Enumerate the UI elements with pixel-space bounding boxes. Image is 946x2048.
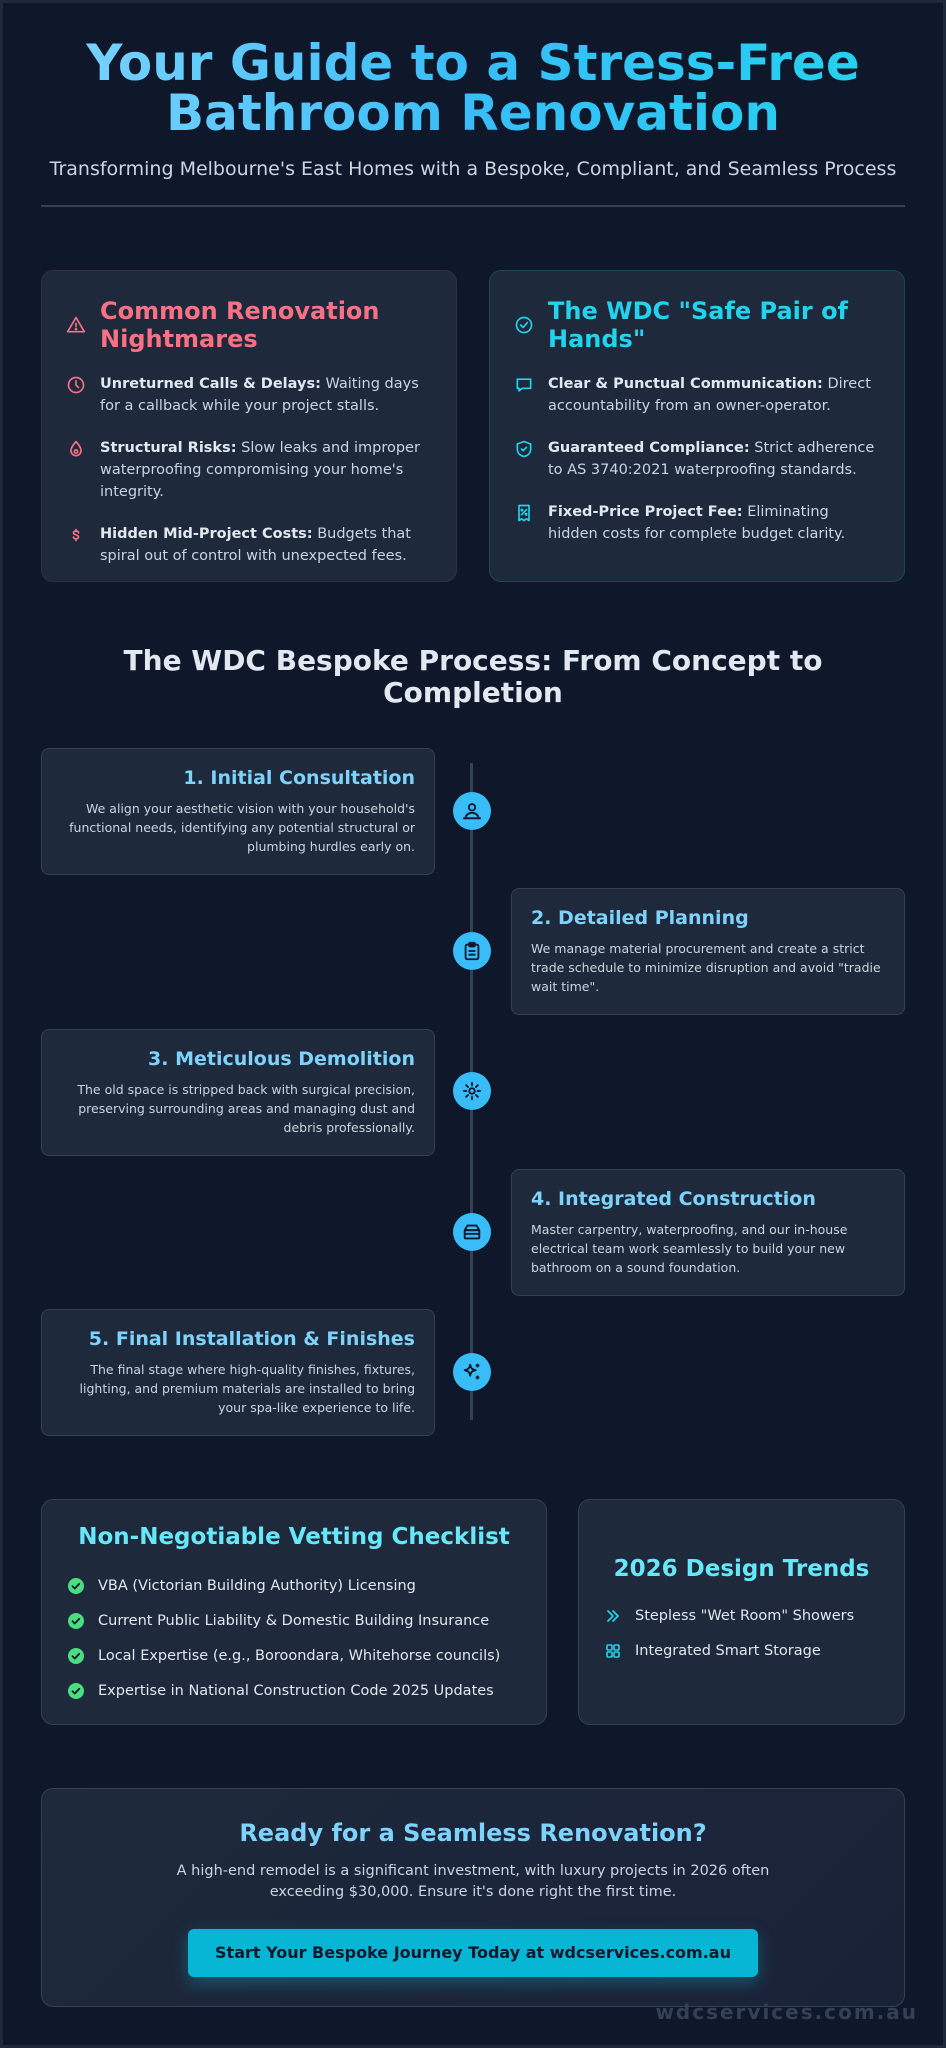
list-item: Clear & Punctual Communication: Direct a… [514,373,880,417]
shield-check-icon [516,440,532,458]
process-step-4: 4. Integrated Construction Master carpen… [511,1169,905,1296]
step-description: Master carpentry, waterproofing, and our… [531,1222,848,1275]
checklist-item: Current Public Liability & Domestic Buil… [68,1603,520,1638]
page-title: Your Guide to a Stress-Free Bathroom Ren… [41,38,905,138]
cta-section: Ready for a Seamless Renovation? A high-… [41,1788,905,2007]
trend-item: Integrated Smart Storage [605,1633,878,1668]
step-title: 5. Final Installation & Finishes [88,1328,415,1350]
nightmares-panel: Common Renovation Nightmares Unreturned … [41,270,457,582]
design-trends: 2026 Design Trends Stepless "Wet Room" S… [578,1499,905,1725]
process-step-5: 5. Final Installation & Finishes The fin… [41,1309,435,1436]
cta-text: A high-end remodel is a significant inve… [176,1863,770,1900]
checklist-title: Non-Negotiable Vetting Checklist [78,1524,510,1550]
watermark: wdcservices.com.au [655,2000,918,2024]
warning-icon [66,316,86,333]
user-icon [462,803,482,820]
trends-title: 2026 Design Trends [613,1556,870,1582]
droplet-icon [70,440,82,457]
timeline-node-3 [453,1072,491,1110]
checklist-item: VBA (Victorian Building Authority) Licen… [68,1568,520,1603]
message-icon [516,378,532,392]
sparkle-icon [463,1363,480,1380]
process-title: The WDC Bespoke Process: From Concept to… [123,644,823,709]
clock-icon [67,376,85,394]
dollar-icon [72,528,80,542]
chevrons-right-icon [607,1609,619,1622]
checklist-item: Local Expertise (e.g., Boroondara, White… [68,1638,520,1673]
step-description: We manage material procurement and creat… [531,941,881,994]
step-description: The final stage where high-quality finis… [79,1362,415,1415]
check-circle-icon [68,1682,84,1699]
step-title: 3. Meticulous Demolition [148,1048,415,1070]
check-circle-icon [68,1647,84,1664]
step-title: 1. Initial Consultation [183,767,415,789]
process-step-2: 2. Detailed Planning We manage material … [511,888,905,1015]
safe-hands-title: The WDC "Safe Pair of Hands" [548,297,848,353]
trend-item: Stepless "Wet Room" Showers [605,1598,878,1633]
clipboard-icon [464,941,480,961]
list-item: Hidden Mid-Project Costs: Budgets that s… [66,523,432,567]
step-title: 2. Detailed Planning [531,907,749,929]
list-item: Structural Risks: Slow leaks and imprope… [66,437,432,503]
step-description: The old space is stripped back with surg… [77,1082,415,1135]
list-item: Fixed-Price Project Fee: Eliminating hid… [514,501,880,545]
layers-icon [463,1224,481,1240]
step-title: 4. Integrated Construction [531,1188,816,1210]
receipt-icon [518,504,530,522]
header-divider [41,205,905,207]
page-header: Your Guide to a Stress-Free Bathroom Ren… [41,38,905,180]
list-item: Unreturned Calls & Delays: Waiting days … [66,373,432,417]
process-step-1: 1. Initial Consultation We align your ae… [41,748,435,875]
cta-title: Ready for a Seamless Renovation? [239,1819,707,1847]
nightmares-title: Common Renovation Nightmares [100,297,380,353]
check-circle-icon [515,316,533,334]
check-circle-icon [68,1577,84,1594]
start-journey-button[interactable]: Start Your Bespoke Journey Today at wdcs… [188,1929,758,1977]
gear-icon [462,1081,482,1101]
timeline-node-1 [453,792,491,830]
process-step-3: 3. Meticulous Demolition The old space i… [41,1029,435,1156]
check-circle-icon [68,1612,84,1629]
vetting-checklist: Non-Negotiable Vetting Checklist VBA (Vi… [41,1499,547,1725]
timeline-node-4 [453,1213,491,1251]
timeline-node-2 [453,932,491,970]
page-subtitle: Transforming Melbourne's East Homes with… [49,158,897,180]
safe-hands-panel: The WDC "Safe Pair of Hands" Clear & Pun… [489,270,905,582]
step-description: We align your aesthetic vision with your… [69,801,415,854]
grid-icon [606,1643,620,1658]
checklist-item: Expertise in National Construction Code … [68,1673,520,1708]
timeline-node-5 [453,1353,491,1391]
list-item: Guaranteed Compliance: Strict adherence … [514,437,880,481]
